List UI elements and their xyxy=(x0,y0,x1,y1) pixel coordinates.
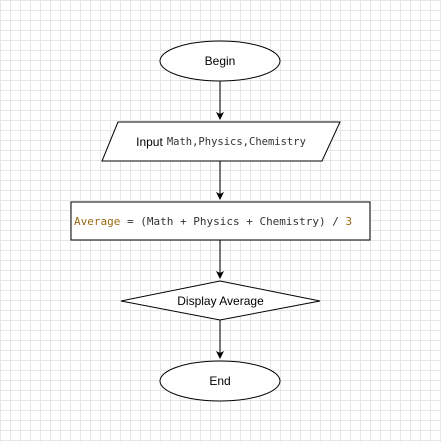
process-target-variable: Average xyxy=(74,214,121,228)
process-assign-operator: = xyxy=(120,214,141,228)
process-expression: (Math + Physics + Chemistry) / xyxy=(140,214,346,228)
end-terminator[interactable] xyxy=(159,360,281,402)
process-divisor: 3 xyxy=(345,214,353,228)
end-label-text: End xyxy=(209,374,231,388)
input-variables: Math,Physics,Chemistry xyxy=(166,135,306,148)
input-label: Input Math,Physics,Chemistry xyxy=(102,122,340,161)
process-label: Average = (Math + Physics + Chemistry) /… xyxy=(71,202,370,240)
input-keyword: Input xyxy=(136,134,163,149)
start-label-text: Begin xyxy=(204,54,236,68)
input-parallelogram[interactable] xyxy=(101,121,341,162)
start-label: Begin xyxy=(160,41,280,81)
end-label: End xyxy=(160,361,280,401)
decision-label-text: Display Average xyxy=(177,293,264,308)
process-rectangle[interactable] xyxy=(70,201,371,241)
decision-label: Display Average xyxy=(121,281,320,320)
